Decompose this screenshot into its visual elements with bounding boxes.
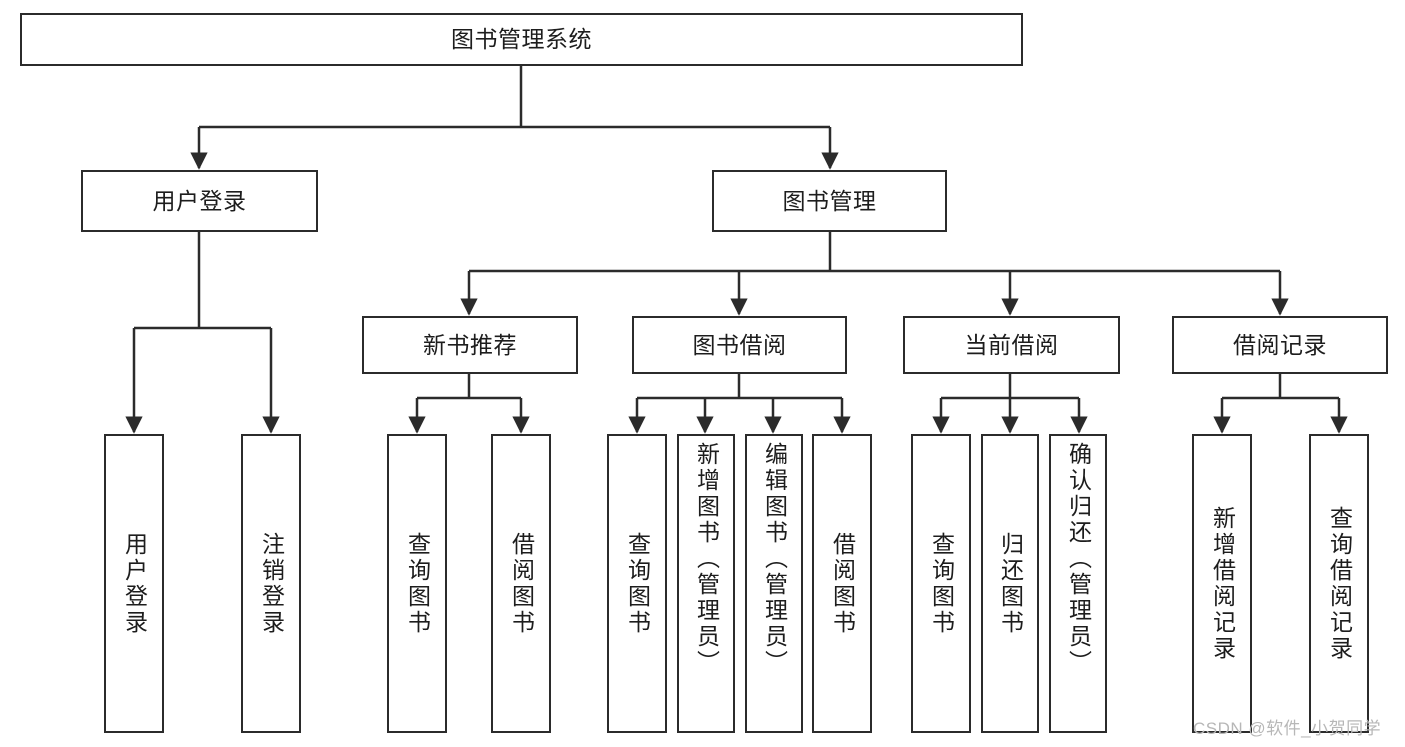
node-label: 当前借阅 xyxy=(964,331,1059,358)
node-label: 查询借阅记录 xyxy=(1326,505,1353,662)
leaf-current-borrow-return[interactable]: 归还图书 xyxy=(981,434,1039,733)
leaf-book-borrow-query[interactable]: 查询图书 xyxy=(607,434,667,733)
leaf-borrow-record-query[interactable]: 查询借阅记录 xyxy=(1309,434,1369,733)
leaf-current-borrow-confirm-return[interactable]: 确认归还（管理员） xyxy=(1049,434,1107,733)
leaf-user-login-login[interactable]: 用户登录 xyxy=(104,434,164,733)
node-label: 查询图书 xyxy=(404,531,431,636)
node-label: 用户登录 xyxy=(152,187,247,214)
node-label: 借阅图书 xyxy=(508,531,535,636)
csdn-watermark: CSDN @软件_小贺同学 xyxy=(1193,719,1382,738)
node-label: 用户登录 xyxy=(121,531,148,636)
node-label: 注销登录 xyxy=(258,531,285,636)
leaf-new-book-borrow[interactable]: 借阅图书 xyxy=(491,434,551,733)
node-label: 借阅图书 xyxy=(829,531,856,636)
node-book-management[interactable]: 图书管理 xyxy=(712,170,947,232)
leaf-book-borrow-borrow[interactable]: 借阅图书 xyxy=(812,434,872,733)
node-borrow-record[interactable]: 借阅记录 xyxy=(1172,316,1388,374)
node-label: 查询图书 xyxy=(624,531,651,636)
leaf-current-borrow-query[interactable]: 查询图书 xyxy=(911,434,971,733)
node-book-borrow[interactable]: 图书借阅 xyxy=(632,316,847,374)
node-label: 归还图书 xyxy=(997,531,1024,636)
node-label: 图书管理系统 xyxy=(451,26,592,53)
node-label: 新书推荐 xyxy=(423,331,517,358)
node-label: 确认归还（管理员） xyxy=(1065,442,1092,676)
leaf-borrow-record-add[interactable]: 新增借阅记录 xyxy=(1192,434,1252,733)
leaf-book-borrow-edit[interactable]: 编辑图书（管理员） xyxy=(745,434,803,733)
node-label: 编辑图书（管理员） xyxy=(761,442,788,676)
node-label: 借阅记录 xyxy=(1233,331,1327,358)
node-new-book-recommend[interactable]: 新书推荐 xyxy=(362,316,578,374)
leaf-book-borrow-add[interactable]: 新增图书（管理员） xyxy=(677,434,735,733)
node-current-borrow[interactable]: 当前借阅 xyxy=(903,316,1120,374)
node-label: 图书借阅 xyxy=(692,331,787,358)
node-label: 图书管理 xyxy=(782,187,877,214)
node-label: 新增图书（管理员） xyxy=(693,442,720,676)
node-label: 新增借阅记录 xyxy=(1209,505,1236,662)
leaf-user-login-logout[interactable]: 注销登录 xyxy=(241,434,301,733)
node-label: 查询图书 xyxy=(928,531,955,636)
node-user-login[interactable]: 用户登录 xyxy=(81,170,318,232)
leaf-new-book-query[interactable]: 查询图书 xyxy=(387,434,447,733)
node-root-book-management-system[interactable]: 图书管理系统 xyxy=(20,13,1023,66)
